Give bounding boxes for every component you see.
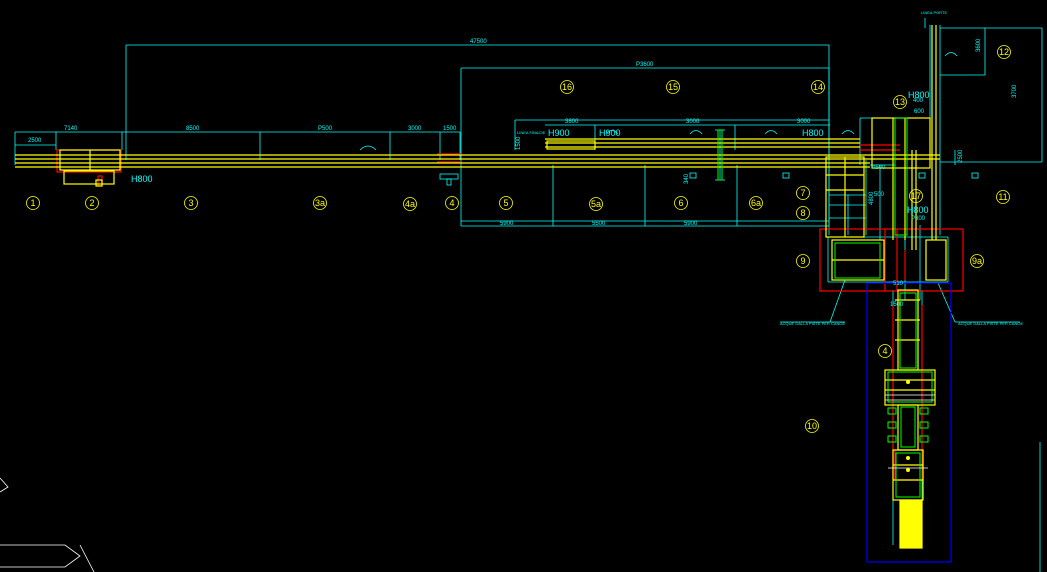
dim-5900a: 5900 (500, 221, 514, 227)
dim-1500: 1500 (443, 126, 457, 132)
station-5[interactable]: 5 (499, 196, 513, 210)
dim-upper-span: P3600 (636, 62, 654, 68)
svg-text:17: 17 (911, 191, 921, 201)
hazard-outlines (56, 144, 964, 481)
dim-overall: 47500 (470, 39, 487, 45)
top-note: LINEA PORTE (921, 10, 947, 15)
height-label-left: H800 (131, 174, 153, 184)
lower-belt-markers (906, 380, 910, 472)
dim-1500v: 1500 (516, 136, 522, 150)
svg-text:2: 2 (89, 198, 94, 208)
dim-1500b: 1500 (890, 302, 904, 308)
station-3[interactable]: 3 (184, 196, 198, 210)
svg-text:7: 7 (800, 188, 805, 198)
dim-4800: 4800 (869, 191, 875, 205)
station-1[interactable]: 1 (26, 196, 40, 210)
dim-2500: 2500 (28, 138, 42, 144)
equipment-frames (717, 117, 933, 498)
height-label-lower: H800 (907, 205, 929, 215)
station-8[interactable]: 8 (796, 206, 810, 220)
station-4b[interactable]: 4 (878, 344, 892, 358)
svg-text:10: 10 (807, 421, 817, 431)
svg-text:3: 3 (188, 198, 193, 208)
station-13[interactable]: 13 (893, 95, 907, 109)
station-12[interactable]: 12 (997, 45, 1011, 59)
dim-8500: 8500 (186, 126, 200, 132)
height-label-right: H800 (802, 128, 824, 138)
station-4a[interactable]: 4a (403, 197, 417, 211)
station-11[interactable]: 11 (996, 190, 1010, 204)
height-labels: H800 H900 H900 H800 H800 H800 (131, 90, 930, 215)
station-15[interactable]: 15 (666, 80, 680, 94)
dim-7140: 7140 (64, 126, 78, 132)
dim-5900b: 5900 (684, 221, 698, 227)
station-17[interactable]: 17 (909, 189, 923, 203)
svg-text:11: 11 (998, 192, 1007, 202)
height-label-mid-b: H900 (599, 128, 621, 138)
height-label-mid-a: H900 (548, 128, 570, 138)
svg-text:4: 4 (449, 198, 454, 208)
dim-400: 400 (913, 98, 924, 104)
dim-p300: P300 (911, 216, 926, 222)
dim-4500: 4500 (872, 165, 886, 171)
line-note: LINEA FINACIE (517, 130, 546, 135)
svg-text:13: 13 (895, 97, 905, 107)
left-lower-note: ACQUE DALLA PISTE PER CANOE (780, 321, 845, 326)
station-5a[interactable]: 5a (589, 197, 603, 211)
svg-text:3a: 3a (315, 198, 325, 208)
svg-text:5a: 5a (591, 199, 601, 209)
station-4[interactable]: 4 (445, 196, 459, 210)
svg-text:14: 14 (813, 82, 823, 92)
svg-text:5: 5 (503, 198, 508, 208)
station-10[interactable]: 10 (805, 419, 819, 433)
svg-text:8: 8 (800, 208, 805, 218)
svg-text:16: 16 (562, 82, 572, 92)
dim-p500: P500 (318, 126, 333, 132)
station-7[interactable]: 7 (796, 186, 810, 200)
lower-zone-outline (866, 282, 952, 563)
station-9a[interactable]: 9a (970, 254, 984, 268)
dimension-labels: 47500 P3600 2500 7140 8500 P500 3000 150… (28, 38, 1018, 308)
section-arcs (359, 52, 958, 151)
station-6a[interactable]: 6a (749, 196, 763, 210)
dim-3000c: 3000 (797, 119, 811, 125)
station-14[interactable]: 14 (811, 80, 825, 94)
svg-text:1: 1 (30, 198, 35, 208)
dim-3800: 3800 (565, 119, 579, 125)
dim-3600: 3600 (976, 38, 982, 52)
station-3a[interactable]: 3a (313, 196, 327, 210)
svg-text:9a: 9a (972, 256, 982, 266)
dim-500: 500 (874, 192, 885, 198)
station-markers: 1 2 3 3a 4a 4 5 5a 6 6a 7 8 9 9a 10 11 1… (26, 45, 1011, 433)
station-2[interactable]: 2 (85, 196, 99, 210)
svg-text:4: 4 (882, 346, 887, 356)
svg-text:6a: 6a (751, 198, 761, 208)
dim-510: 510 (893, 281, 904, 287)
dimension-lines (14, 18, 1043, 572)
right-lower-note: ACQUE DALLA PISTE PER CANOE (958, 321, 1023, 326)
height-label-upper: H800 (908, 90, 930, 100)
dim-600: 600 (914, 109, 925, 115)
white-details (0, 394, 935, 572)
station-6[interactable]: 6 (674, 196, 688, 210)
svg-text:12: 12 (999, 47, 1009, 57)
dim-5500: 5500 (592, 221, 606, 227)
dim-3000b: 3000 (686, 119, 700, 125)
station-9[interactable]: 9 (796, 254, 810, 268)
svg-text:15: 15 (668, 82, 678, 92)
svg-text:9: 9 (800, 256, 805, 266)
main-conveyor (15, 25, 947, 549)
dim-3000: 3000 (408, 126, 422, 132)
note-labels: LINEA PORTE LINEA FINACIE ACQUE DALLA PI… (517, 10, 1023, 326)
dim-340: 340 (684, 173, 690, 184)
station-16[interactable]: 16 (560, 80, 574, 94)
svg-text:4a: 4a (405, 199, 415, 209)
dim-3700: 3700 (1012, 84, 1018, 98)
svg-text:6: 6 (678, 198, 683, 208)
dim-2500v: 2500 (958, 149, 964, 163)
